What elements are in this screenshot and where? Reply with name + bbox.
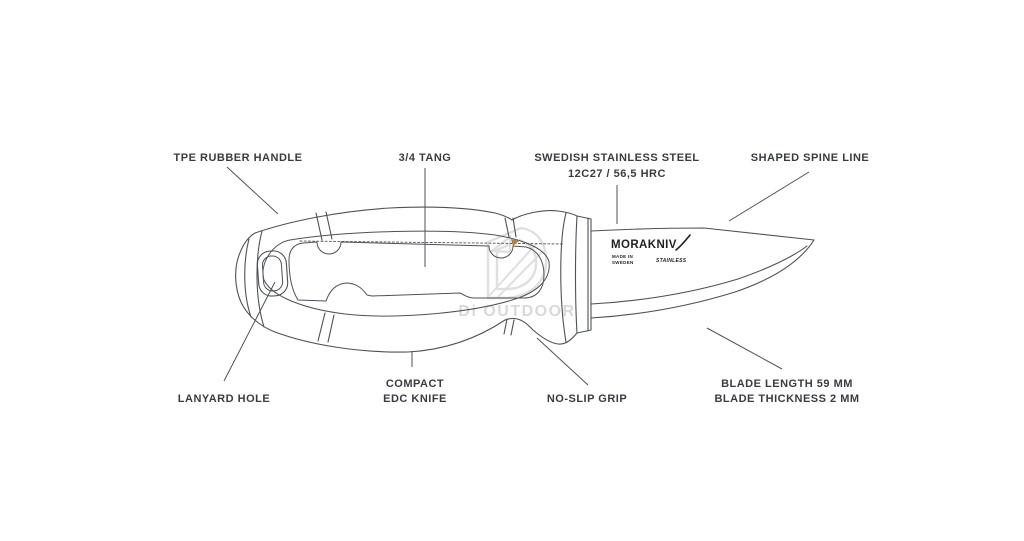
callout-no-slip-grip: NO-SLIP GRIP — [547, 391, 627, 407]
callout-compact-edc: COMPACT EDC KNIFE — [383, 377, 447, 407]
callout-compact-line2: EDC KNIFE — [383, 393, 447, 405]
handle-outline — [235, 206, 592, 353]
tang-mould-dotted-line — [299, 240, 564, 245]
callout-steel-line1: SWEDISH STAINLESS STEEL — [534, 152, 700, 164]
callout-no-slip-grip-text: NO-SLIP GRIP — [546, 393, 628, 405]
watermark-text: Di OUTDOOR — [458, 303, 576, 320]
leader-lanyard — [223, 281, 276, 382]
leader-tpe-rubber-handle — [226, 166, 279, 215]
tang-outline — [288, 241, 545, 302]
grip-segment-lines — [315, 211, 517, 343]
accent-mark — [511, 239, 519, 246]
callout-spine-text: SHAPED SPINE LINE — [750, 152, 870, 164]
lanyard-hole — [256, 250, 289, 297]
blade-edge — [590, 239, 815, 319]
blade-stainless-text: STAINLESS — [656, 258, 687, 264]
callout-lanyard-hole-text: LANYARD HOLE — [177, 393, 271, 405]
blade-made-in-text: MADE IN SWEDEN — [612, 254, 634, 265]
blade-spine — [590, 227, 815, 241]
callout-steel-line2: 12C27 / 56,5 HRC — [568, 168, 666, 180]
callout-tang: 3/4 TANG — [399, 150, 452, 166]
handle-moulding-line — [262, 230, 550, 317]
bolster-lines — [560, 212, 589, 343]
callout-steel: SWEDISH STAINLESS STEEL 12C27 / 56,5 HRC — [534, 150, 699, 182]
callout-spine: SHAPED SPINE LINE — [751, 150, 870, 166]
leader-blade-dims — [706, 327, 783, 370]
callout-compact-line1: COMPACT — [385, 378, 445, 390]
brand-swoosh-icon — [675, 234, 691, 251]
blade-made-in-line1: MADE IN — [612, 254, 634, 259]
callout-blade-dimensions: BLADE LENGTH 59 MM BLADE THICKNESS 2 MM — [714, 377, 859, 407]
leader-grip — [536, 337, 589, 386]
callout-tpe-rubber-handle-text: TPE RUBBER HANDLE — [173, 152, 303, 164]
callout-lanyard-hole: LANYARD HOLE — [178, 391, 270, 407]
callout-blade-thickness: BLADE THICKNESS 2 MM — [714, 393, 860, 405]
watermark-logo-icon — [486, 226, 548, 300]
callout-blade-length: BLADE LENGTH 59 MM — [721, 378, 853, 390]
blade-grind-line — [590, 245, 808, 305]
butt-facet-lines — [244, 230, 265, 328]
blade-brand-logo: MORAKNIV — [611, 239, 677, 251]
leader-spine — [728, 171, 810, 222]
callout-tpe-rubber-handle: TPE RUBBER HANDLE — [174, 150, 303, 166]
blade-made-in-line2: SWEDEN — [612, 259, 634, 265]
callout-tang-text: 3/4 TANG — [398, 152, 452, 164]
